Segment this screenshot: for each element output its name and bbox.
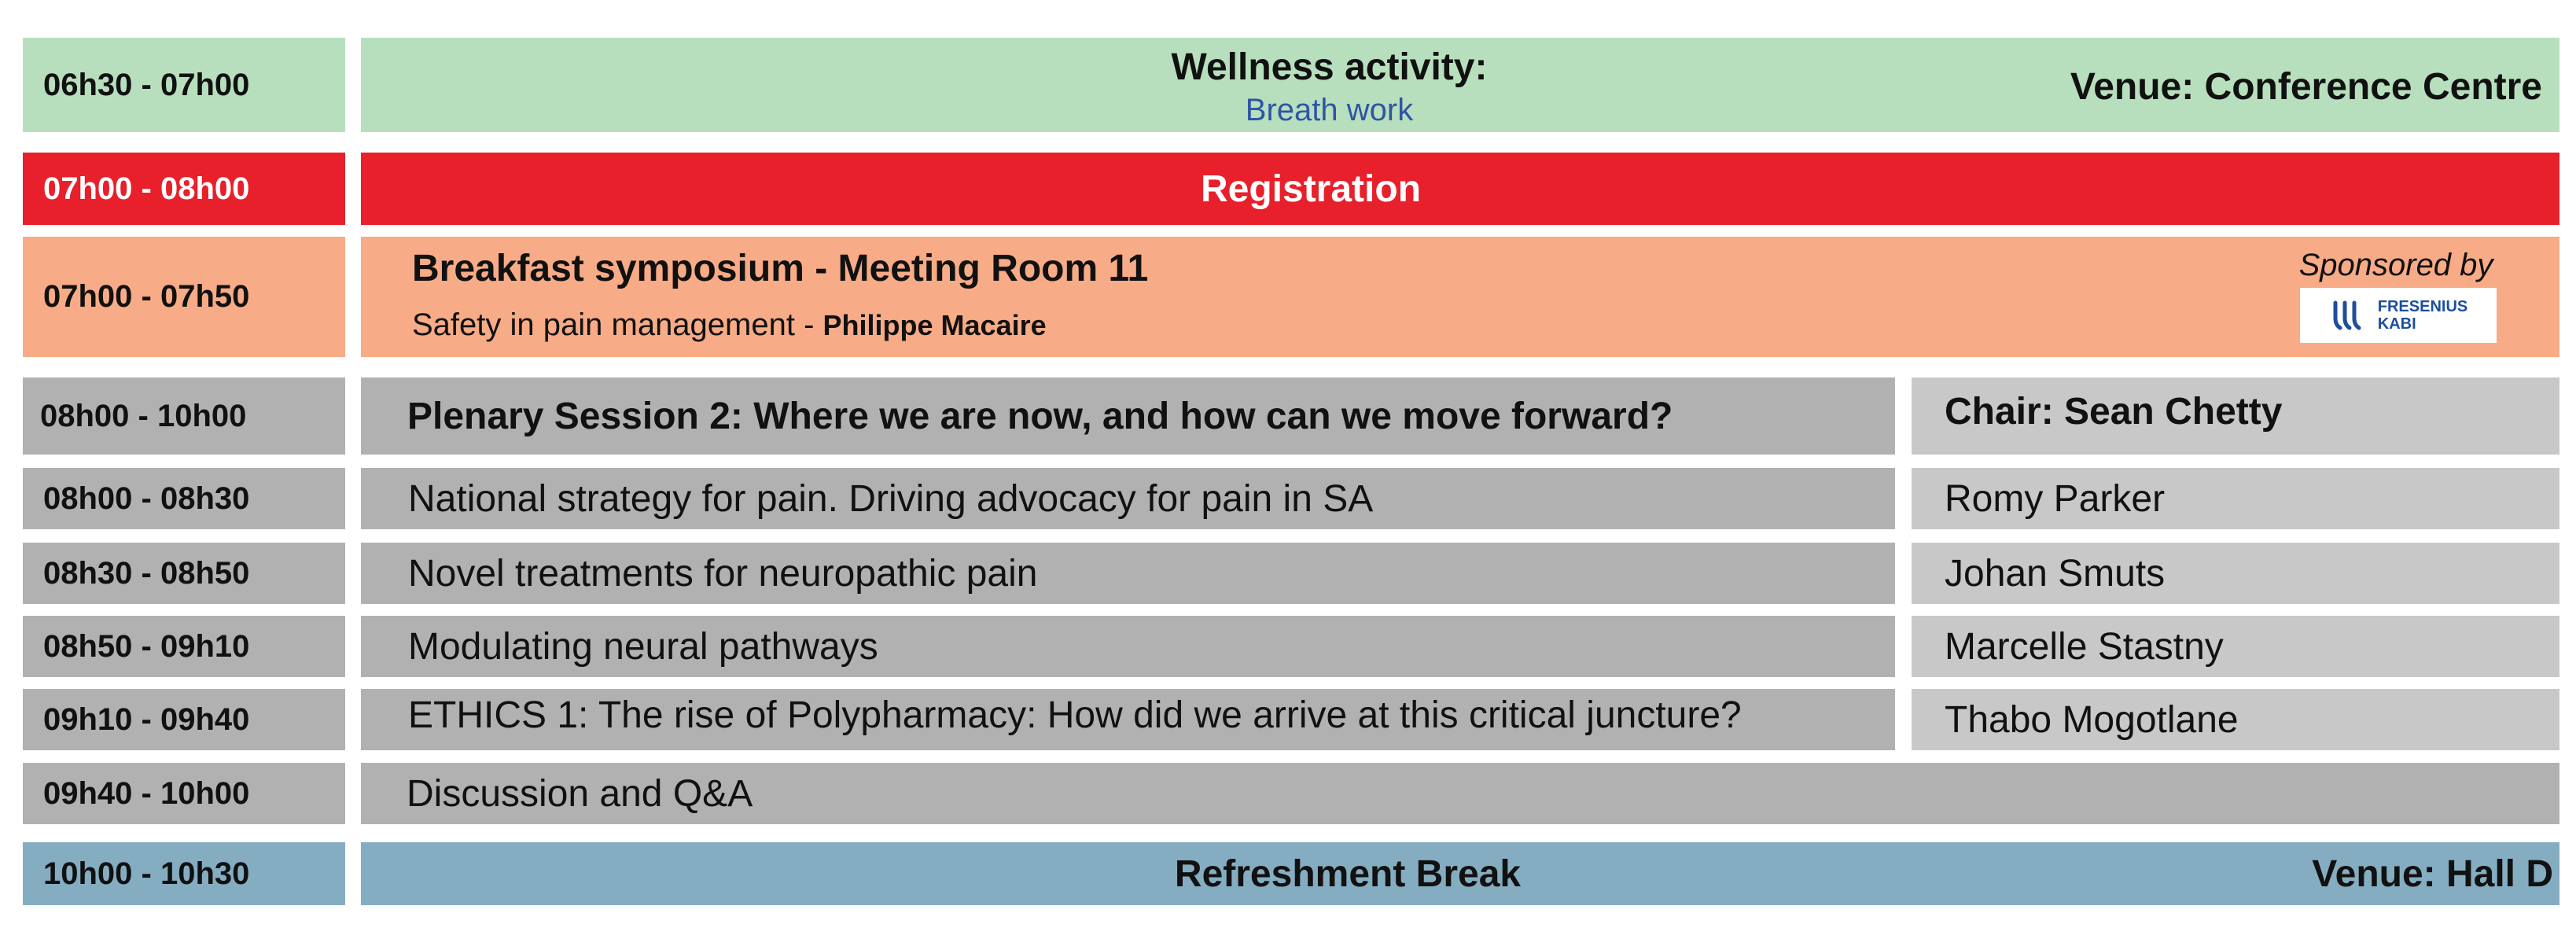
plenary-chair: Chair: Sean Chetty [1912,377,2559,455]
talk-title-2: Novel treatments for neuropathic pain [361,543,1895,604]
time-talk-4: 09h10 - 09h40 [23,689,345,750]
plenary-title: Plenary Session 2: Where we are now, and… [361,377,1895,455]
sponsor-name-line2: KABI [2377,315,2416,333]
sponsor-name-line1: FRESENIUS [2377,298,2468,315]
talk-speaker-3: Marcelle Stastny [1912,616,2559,677]
break-cell: Refreshment Break Venue: Hall D [361,842,2559,905]
breakfast-title: Breakfast symposium - Meeting Room 11 [412,248,1149,289]
time-wellness: 06h30 - 07h00 [23,38,345,132]
time-plenary: 08h00 - 10h00 [23,377,345,455]
time-registration: 07h00 - 08h00 [23,153,345,225]
registration-title: Registration [1200,168,1422,210]
time-talk-1: 08h00 - 08h30 [23,468,345,529]
wellness-venue: Venue: Conference Centre [2070,66,2542,108]
sponsored-by-label: Sponsored by [2298,248,2493,282]
discussion-title: Discussion and Q&A [361,763,2559,824]
breakfast-talk: Safety in pain management - Philippe Mac… [412,307,1047,343]
break-venue: Venue: Hall D [2312,852,2553,895]
break-title: Refreshment Break [1174,852,1522,895]
talk-title-4: ETHICS 1: The rise of Polypharmacy: How … [361,689,1895,750]
time-breakfast: 07h00 - 07h50 [23,237,345,357]
sponsor-name: FRESENIUS KABI [2378,298,2467,333]
talk-title-3: Modulating neural pathways [361,616,1895,677]
breakfast-talk-title: Safety in pain management - [412,307,823,342]
talk-speaker-2: Johan Smuts [1912,543,2559,604]
talk-speaker-1: Romy Parker [1912,468,2559,529]
breakfast-speaker: Philippe Macaire [822,309,1047,341]
talk-title-1: National strategy for pain. Driving advo… [361,468,1895,529]
wellness-subtitle: Breath work [1245,93,1414,127]
wellness-cell: Wellness activity: Breath work Venue: Co… [361,38,2559,132]
time-break: 10h00 - 10h30 [23,842,345,905]
time-talk-2: 08h30 - 08h50 [23,543,345,604]
fresenius-logo-icon [2333,300,2361,330]
sponsor-logo: FRESENIUS KABI [2300,288,2497,343]
breakfast-cell: Breakfast symposium - Meeting Room 11 Sa… [361,237,2559,357]
time-talk-3: 08h50 - 09h10 [23,616,345,677]
registration-cell: Registration [361,153,2559,225]
time-discussion: 09h40 - 10h00 [23,763,345,824]
wellness-title: Wellness activity: [1171,46,1488,88]
talk-speaker-4: Thabo Mogotlane [1912,689,2559,750]
